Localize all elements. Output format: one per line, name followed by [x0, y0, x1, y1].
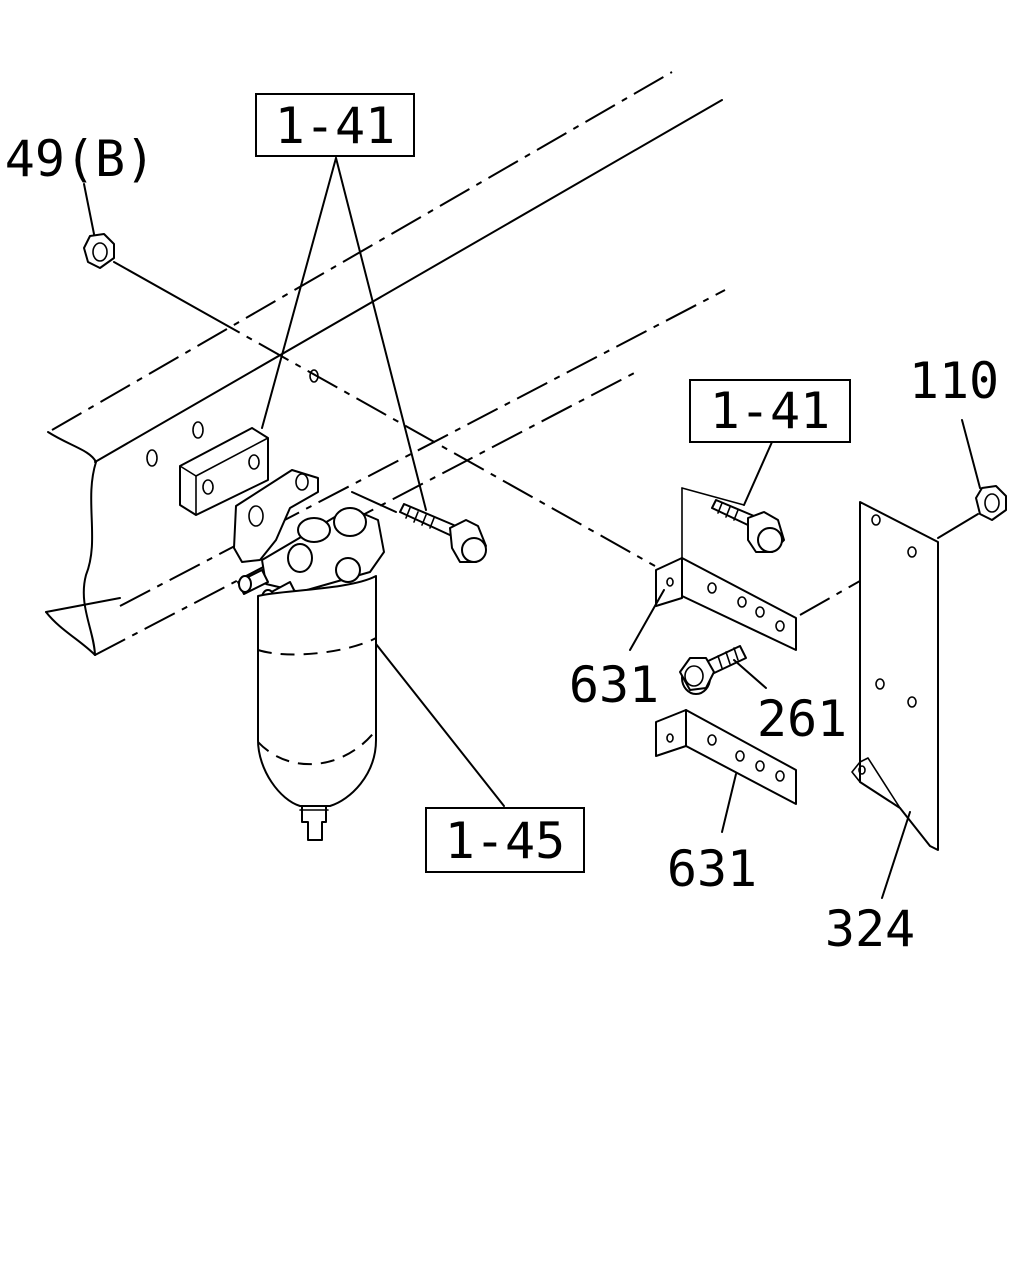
bracket-631-lower — [655, 709, 797, 805]
plate-324 — [851, 501, 939, 851]
part-261-label: 261 — [757, 690, 847, 748]
nut-110 — [975, 485, 1007, 521]
mounting-plate — [179, 427, 269, 516]
ref-box-141-right — [689, 379, 851, 443]
bolt-right — [711, 499, 785, 553]
frame-rail — [45, 71, 726, 656]
part-631-upper-label: 631 — [569, 656, 659, 714]
part-631-lower-label: 631 — [667, 840, 757, 898]
ref-box-141-top — [255, 93, 415, 157]
part-110-label: 110 — [909, 352, 999, 410]
part-324-label: 324 — [825, 900, 915, 958]
ref-141-right-label[interactable]: 1-41 — [710, 382, 830, 440]
ref-141-top-label[interactable]: 1-41 — [275, 97, 395, 155]
bolt-filter — [399, 503, 487, 563]
ref-145-label[interactable]: 1-45 — [445, 812, 565, 870]
bolt-261 — [679, 645, 747, 695]
part-49b-label: 49(B) — [5, 130, 156, 188]
leader-lines — [83, 157, 981, 899]
nut-49b — [83, 233, 115, 269]
bracket-631-upper — [655, 487, 797, 651]
ref-box-145 — [425, 807, 585, 873]
fuel-filter — [233, 469, 385, 841]
